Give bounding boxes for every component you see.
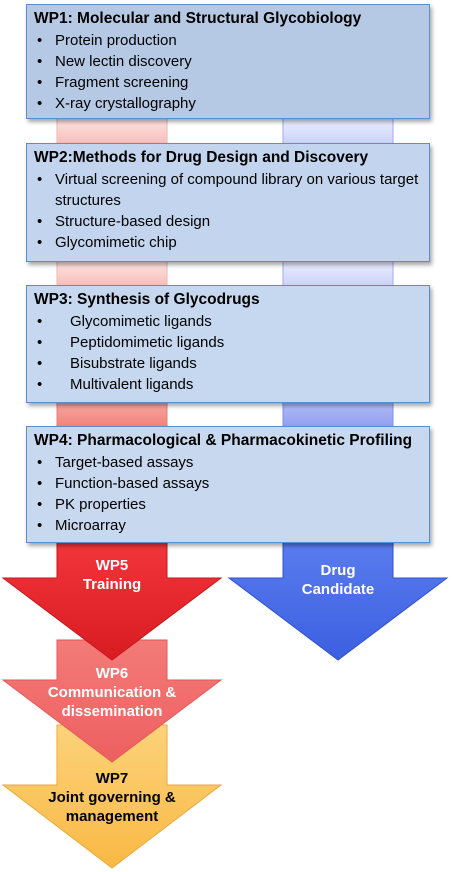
wp6-label-line1: WP6 xyxy=(95,665,129,682)
wp4-item: Target-based assays xyxy=(34,452,421,473)
wp7-label-line3: management xyxy=(65,808,159,825)
wp6-arrow xyxy=(1,639,223,763)
wp6-label-line2: Communication & xyxy=(47,684,177,701)
wp6-label-line3: dissemination xyxy=(61,703,163,720)
wp5-label: WP5 Training xyxy=(12,556,212,594)
wp5-label-line1: WP5 xyxy=(95,557,129,574)
wp2-item: Virtual screening of compound library on… xyxy=(34,169,421,211)
left-shaft-1 xyxy=(56,117,168,147)
wp5-arrow xyxy=(1,541,223,661)
wp4-item: Microarray xyxy=(34,515,421,536)
wp1-item: New lectin discovery xyxy=(34,51,421,72)
wp4-list: Target-based assays Function-based assay… xyxy=(34,452,421,536)
wp5-label-line2: Training xyxy=(82,576,142,593)
right-shaft-3 xyxy=(282,401,394,430)
wp2-item: Structure-based design xyxy=(34,211,421,232)
wp4-title: WP4: Pharmacological & Pharmacokinetic P… xyxy=(34,432,413,449)
drug-label-line2: Candidate xyxy=(301,581,375,598)
wp2-list: Virtual screening of compound library on… xyxy=(34,169,421,253)
wp6-label: WP6 Communication & dissemination xyxy=(12,664,212,721)
drug-candidate-arrow xyxy=(227,541,449,661)
drug-candidate-label: Drug Candidate xyxy=(238,561,438,599)
wp2-title: WP2:Methods for Drug Design and Discover… xyxy=(34,149,369,166)
wp1-list: Protein production New lectin discovery … xyxy=(34,30,421,114)
wp4-box: WP4: Pharmacological & Pharmacokinetic P… xyxy=(26,426,430,543)
wp3-item: Glycomimetic ligands xyxy=(34,311,421,332)
wp1-item: Protein production xyxy=(34,30,421,51)
wp7-arrow xyxy=(1,724,223,869)
wp7-label: WP7 Joint governing & management xyxy=(12,769,212,826)
right-shaft-1 xyxy=(282,117,394,147)
wp1-item: Fragment screening xyxy=(34,72,421,93)
wp3-item: Bisubstrate ligands xyxy=(34,353,421,374)
wp3-title: WP3: Synthesis of Glycodrugs xyxy=(34,291,260,308)
wp3-list: Glycomimetic ligands Peptidomimetic liga… xyxy=(34,311,421,395)
wp3-item: Peptidomimetic ligands xyxy=(34,332,421,353)
wp7-label-line1: WP7 xyxy=(95,770,129,787)
wp1-item: X-ray crystallography xyxy=(34,93,421,114)
left-shaft-2 xyxy=(56,260,168,289)
wp4-item: PK properties xyxy=(34,494,421,515)
wp4-item: Function-based assays xyxy=(34,473,421,494)
right-shaft-2 xyxy=(282,260,394,289)
wp1-title: WP1: Molecular and Structural Glycobiolo… xyxy=(34,10,362,27)
wp1-box: WP1: Molecular and Structural Glycobiolo… xyxy=(26,4,430,119)
left-shaft-3 xyxy=(56,401,168,430)
wp3-box: WP3: Synthesis of Glycodrugs Glycomimeti… xyxy=(26,285,430,403)
wp7-label-line2: Joint governing & xyxy=(48,789,176,806)
drug-label-line1: Drug xyxy=(320,562,356,579)
wp2-item: Glycomimetic chip xyxy=(34,232,421,253)
wp3-item: Multivalent ligands xyxy=(34,374,421,395)
wp2-box: WP2:Methods for Drug Design and Discover… xyxy=(26,143,430,262)
